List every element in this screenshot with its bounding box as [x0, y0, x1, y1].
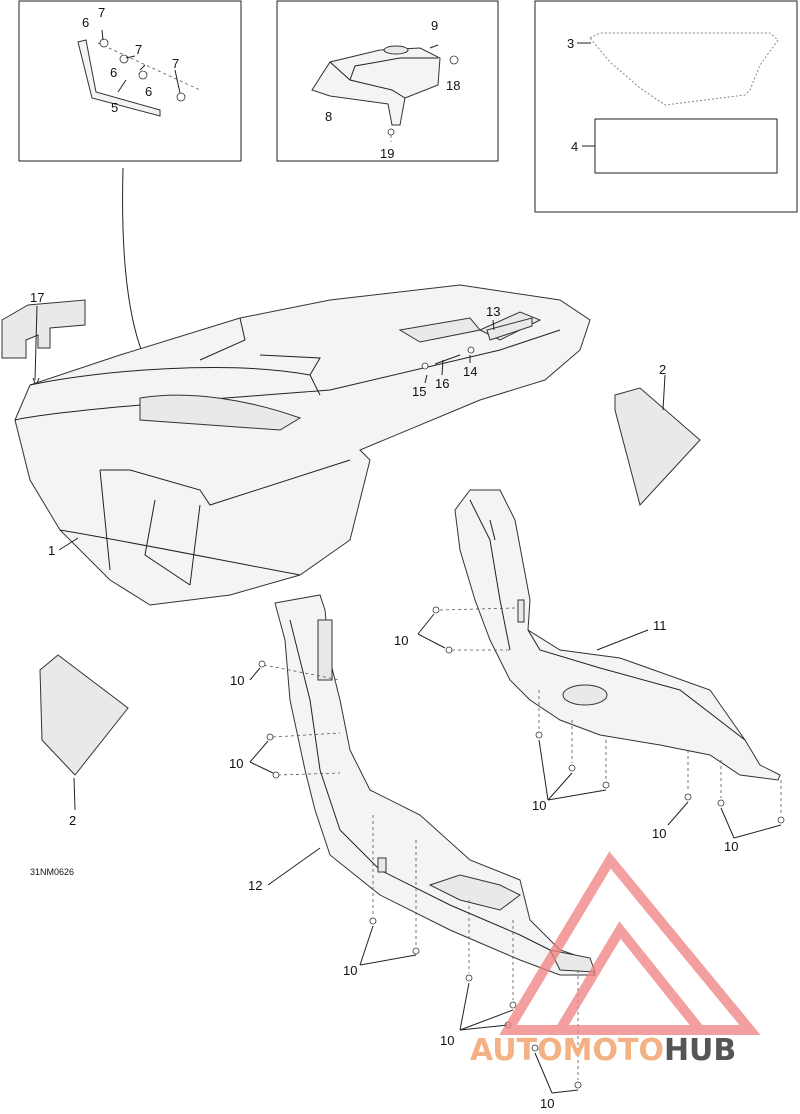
- callout-14: 14: [463, 364, 477, 379]
- console-part: [311, 44, 459, 142]
- main-body-part: [14, 284, 591, 606]
- inset-box-console: [276, 0, 499, 162]
- inset-box-trim-strip: [18, 0, 242, 162]
- tunnel-panel-left: [274, 594, 596, 976]
- trim-strip-part: [77, 29, 201, 117]
- callout-10a: 10: [394, 633, 408, 648]
- callout-9: 9: [431, 18, 438, 33]
- side-panel-right: [614, 387, 701, 507]
- callout-16: 16: [435, 376, 449, 391]
- callout-6b: 6: [110, 65, 117, 80]
- callout-7b: 7: [135, 42, 142, 57]
- callout-19: 19: [380, 146, 394, 161]
- callout-12: 12: [248, 878, 262, 893]
- watermark-logo: [499, 851, 761, 1035]
- callout-1: 1: [48, 543, 55, 558]
- callout-13: 13: [486, 304, 500, 319]
- fasteners-12-bottom: [359, 815, 582, 1094]
- callout-6a: 6: [82, 15, 89, 30]
- inset-box-decals: [534, 0, 798, 213]
- callout-10c: 10: [229, 756, 243, 771]
- callout-10g: 10: [343, 963, 357, 978]
- callout-4: 4: [571, 139, 578, 154]
- callout-18: 18: [446, 78, 460, 93]
- callout-10b: 10: [230, 673, 244, 688]
- callout-2a: 2: [659, 362, 666, 377]
- watermark-text: AUTOMOTOHUB: [470, 1033, 736, 1068]
- tunnel-panel-right: [454, 489, 781, 781]
- callout-7a: 7: [98, 5, 105, 20]
- callout-17: 17: [30, 290, 44, 305]
- foam-block-part: [1, 299, 86, 359]
- callout-10f: 10: [724, 839, 738, 854]
- callout-10e: 10: [652, 826, 666, 841]
- callout-10d: 10: [532, 798, 546, 813]
- callout-2b: 2: [69, 813, 76, 828]
- callout-3: 3: [567, 36, 574, 51]
- callout-11: 11: [653, 618, 667, 633]
- fasteners-11-bottom: [535, 690, 785, 839]
- decal-shape: [589, 32, 779, 106]
- callout-5: 5: [111, 100, 118, 115]
- drawing-code: 31NM0626: [30, 867, 74, 877]
- fasteners-13-16: [421, 317, 533, 384]
- side-panel-left: [39, 654, 129, 776]
- callout-15: 15: [412, 384, 426, 399]
- decal-rectangle: [594, 118, 778, 174]
- callout-10h: 10: [440, 1033, 454, 1048]
- callout-10i: 10: [540, 1096, 554, 1111]
- callout-6c: 6: [145, 84, 152, 99]
- callout-7c: 7: [172, 56, 179, 71]
- callout-8: 8: [325, 109, 332, 124]
